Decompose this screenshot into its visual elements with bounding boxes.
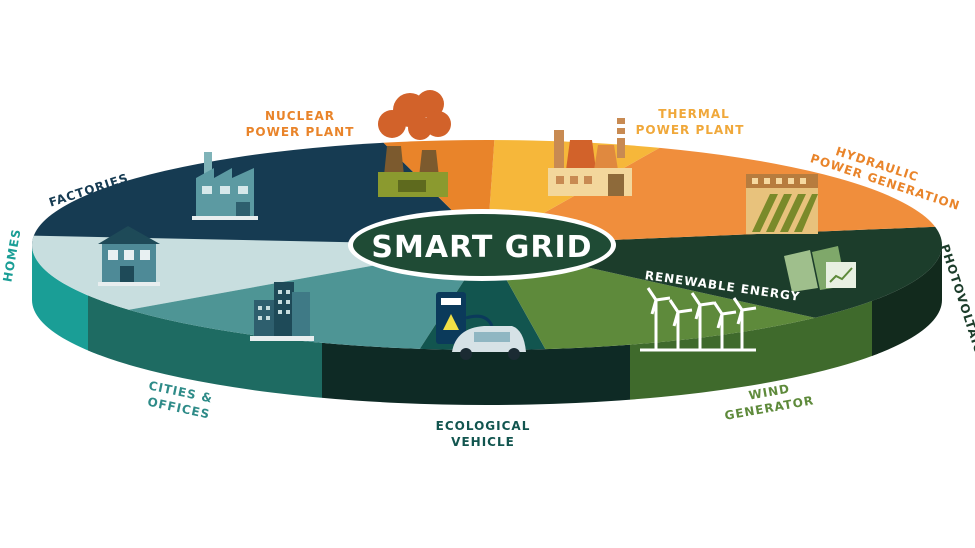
label-ecological-line1: ECOLOGICAL (436, 419, 531, 433)
thermal-plant-icon (548, 118, 632, 196)
ev-charger-icon (436, 292, 526, 360)
center-badge-fill (353, 214, 611, 276)
sector-renewable (487, 245, 875, 350)
nuclear-plant-icon (378, 90, 451, 197)
office-buildings-icon (250, 282, 314, 341)
hydraulic-dam-icon (746, 174, 818, 234)
sector-cities (100, 245, 487, 350)
center-title: SMART GRID (371, 230, 592, 265)
factory-icon (192, 152, 258, 220)
label-nuclear-line2: POWER PLANT (246, 125, 355, 139)
label-nuclear-line1: NUCLEAR (265, 109, 335, 123)
solar-panel-icon (784, 246, 856, 292)
sector-nuclear (320, 140, 500, 245)
sector-thermal (487, 140, 780, 245)
label-thermal-line2: POWER PLANT (636, 123, 745, 137)
label-ecological-line2: VEHICLE (451, 435, 515, 449)
house-icon (98, 226, 160, 286)
center-badge: SMART GRID (348, 209, 616, 281)
label-homes: HOMES (0, 227, 23, 283)
wind-turbines-icon (640, 287, 757, 352)
sector-factories (32, 140, 487, 250)
label-photovoltaic: PHOTOVOLTAIC (938, 242, 975, 355)
sector-hydraulic (487, 140, 942, 245)
label-thermal-line1: THERMAL (658, 107, 730, 121)
